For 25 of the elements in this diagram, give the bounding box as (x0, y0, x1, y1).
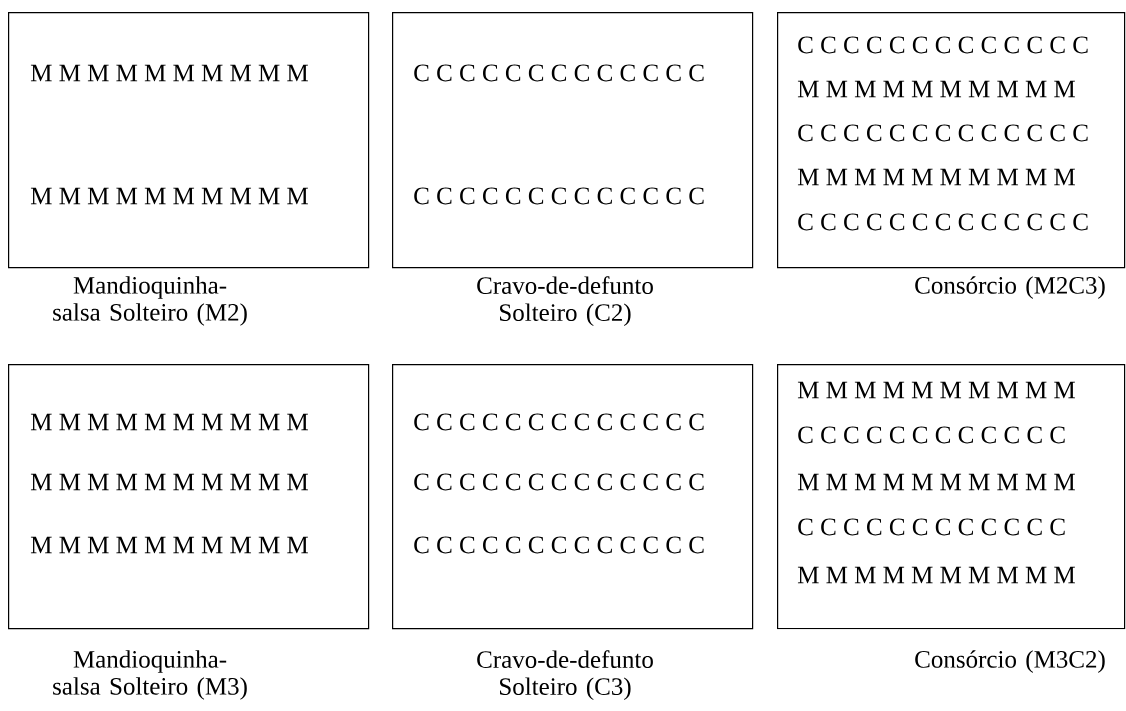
plot-caption: Cravo-de-defunto Solteiro (C3) (477, 650, 653, 701)
plot-box: C C C C C C C C C C C C C M M M M M M M M M M C C C C C C C C C C C C C M M M M M M M M M M C C C C C C C C C C C C C (777, 12, 1126, 269)
plot-caption: Cravo-de-defunto Solteiro (C2) (477, 276, 653, 327)
plot-caption: Consórcio (M3C2) (915, 650, 1105, 673)
node-label: C C C C C C C C C C C C C (414, 64, 704, 82)
plot-caption: Mandioquinha-salsa Solteiro (M3) (53, 650, 247, 700)
plot-box: C C C C C C C C C C C C C C C C C C C C C C C C C C C C C C C C C C C C C C C (392, 364, 754, 630)
node-label: M M M M M M M M M M (30, 187, 308, 205)
node-label: M M M M M M M M M M (797, 566, 1075, 584)
node-label: C C C C C C C C C C C C (798, 426, 1065, 444)
node-label: C C C C C C C C C C C C C (798, 36, 1088, 54)
plot-box: M M M M M M M M M M M M M M M M M M M M M M M M M M M M M M (8, 364, 370, 630)
node-label: C C C C C C C C C C C C (798, 518, 1065, 536)
node-label: M M M M M M M M M M (797, 80, 1075, 98)
node-label: M M M M M M M M M M (30, 64, 308, 82)
node-label: C C C C C C C C C C C C C (414, 187, 704, 205)
plot-caption: Mandioquinha-salsa Solteiro (M2) (53, 276, 247, 326)
plot-box: C C C C C C C C C C C C C C C C C C C C C C C C C C (392, 12, 754, 269)
plot-caption: Consórcio (M2C3) (915, 276, 1105, 299)
node-label: M M M M M M M M M M (797, 381, 1075, 399)
node-label: M M M M M M M M M M (797, 168, 1075, 186)
plot-box: M M M M M M M M M M C C C C C C C C C C C C M M M M M M M M M M C C C C C C C C C C C C M M M M M M M M M M (777, 364, 1126, 630)
node-label: C C C C C C C C C C C C C (798, 124, 1088, 142)
node-label: M M M M M M M M M M (797, 473, 1075, 491)
node-label: C C C C C C C C C C C C C (798, 213, 1088, 231)
